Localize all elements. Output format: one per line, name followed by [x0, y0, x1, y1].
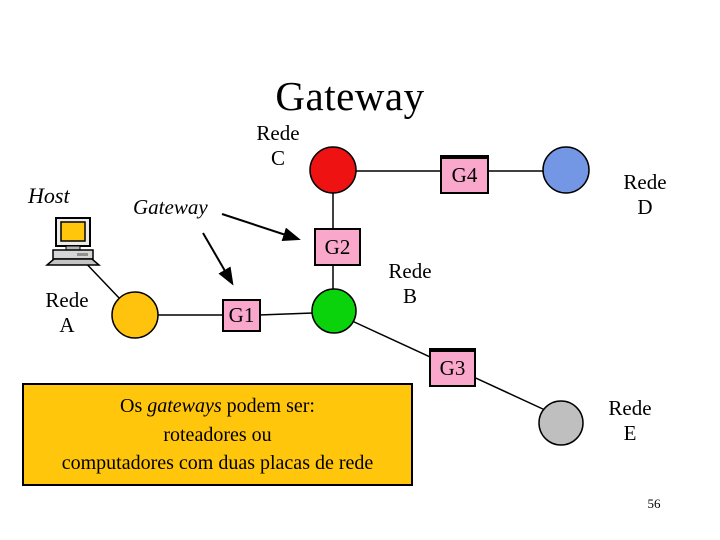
rede-b-label: Rede B [375, 259, 445, 309]
rede-b-word: Rede [388, 259, 432, 283]
rede-c-letter: C [270, 146, 285, 170]
host-label: Host [28, 183, 70, 208]
rede-e-letter: E [623, 421, 637, 445]
rede-b-node [311, 288, 357, 334]
g3-label: G3 [439, 356, 466, 380]
rede-d-node [542, 146, 590, 194]
note-box: Os gateways podem ser: roteadores ou com… [22, 383, 413, 486]
rede-e-node [538, 400, 584, 446]
g1-label: G1 [228, 303, 255, 327]
rede-d-label: Rede D [610, 170, 680, 220]
rede-b-letter: B [402, 284, 417, 308]
gateway-pointer-label: Gateway [133, 195, 208, 219]
rede-a-node [111, 291, 159, 339]
page-title: Gateway [275, 73, 425, 119]
note-line1-prefix: Os [120, 395, 148, 417]
rede-c-label: Rede C [243, 121, 313, 171]
gateway-box-g1: G1 [222, 299, 261, 332]
network-nodes [111, 146, 590, 446]
host-computer-icon [44, 217, 102, 266]
gateway-box-g4: G4 [440, 155, 489, 194]
g4-label: G4 [451, 163, 478, 187]
rede-e-word: Rede [608, 396, 652, 420]
rede-a-label: Rede A [32, 288, 102, 338]
rede-a-letter: A [59, 313, 75, 337]
rede-c-word: Rede [256, 121, 300, 145]
note-line-3: computadores com duas placas de rede [61, 452, 374, 474]
rede-e-label: Rede E [595, 396, 665, 446]
rede-d-word: Rede [623, 170, 667, 194]
gateway-pointer-arrows [202, 213, 301, 286]
rede-d-letter: D [637, 195, 653, 219]
arrow-to-g2 [221, 213, 301, 241]
rede-a-word: Rede [45, 288, 89, 312]
page-number: 56 [647, 496, 661, 511]
g2-label: G2 [324, 234, 351, 259]
link-g1-redeb [258, 312, 314, 316]
note-line-2: roteadores ou [163, 423, 272, 446]
gateway-box-g3: G3 [429, 348, 476, 387]
note-line1-suffix: podem ser: [221, 395, 315, 417]
gateway-box-g2: G2 [314, 228, 361, 266]
note-line-1: Os gateways podem ser: [24, 392, 411, 421]
rede-c-node [309, 146, 357, 194]
note-line1-italic: gateways [147, 395, 222, 417]
arrow-to-g1 [202, 232, 234, 286]
